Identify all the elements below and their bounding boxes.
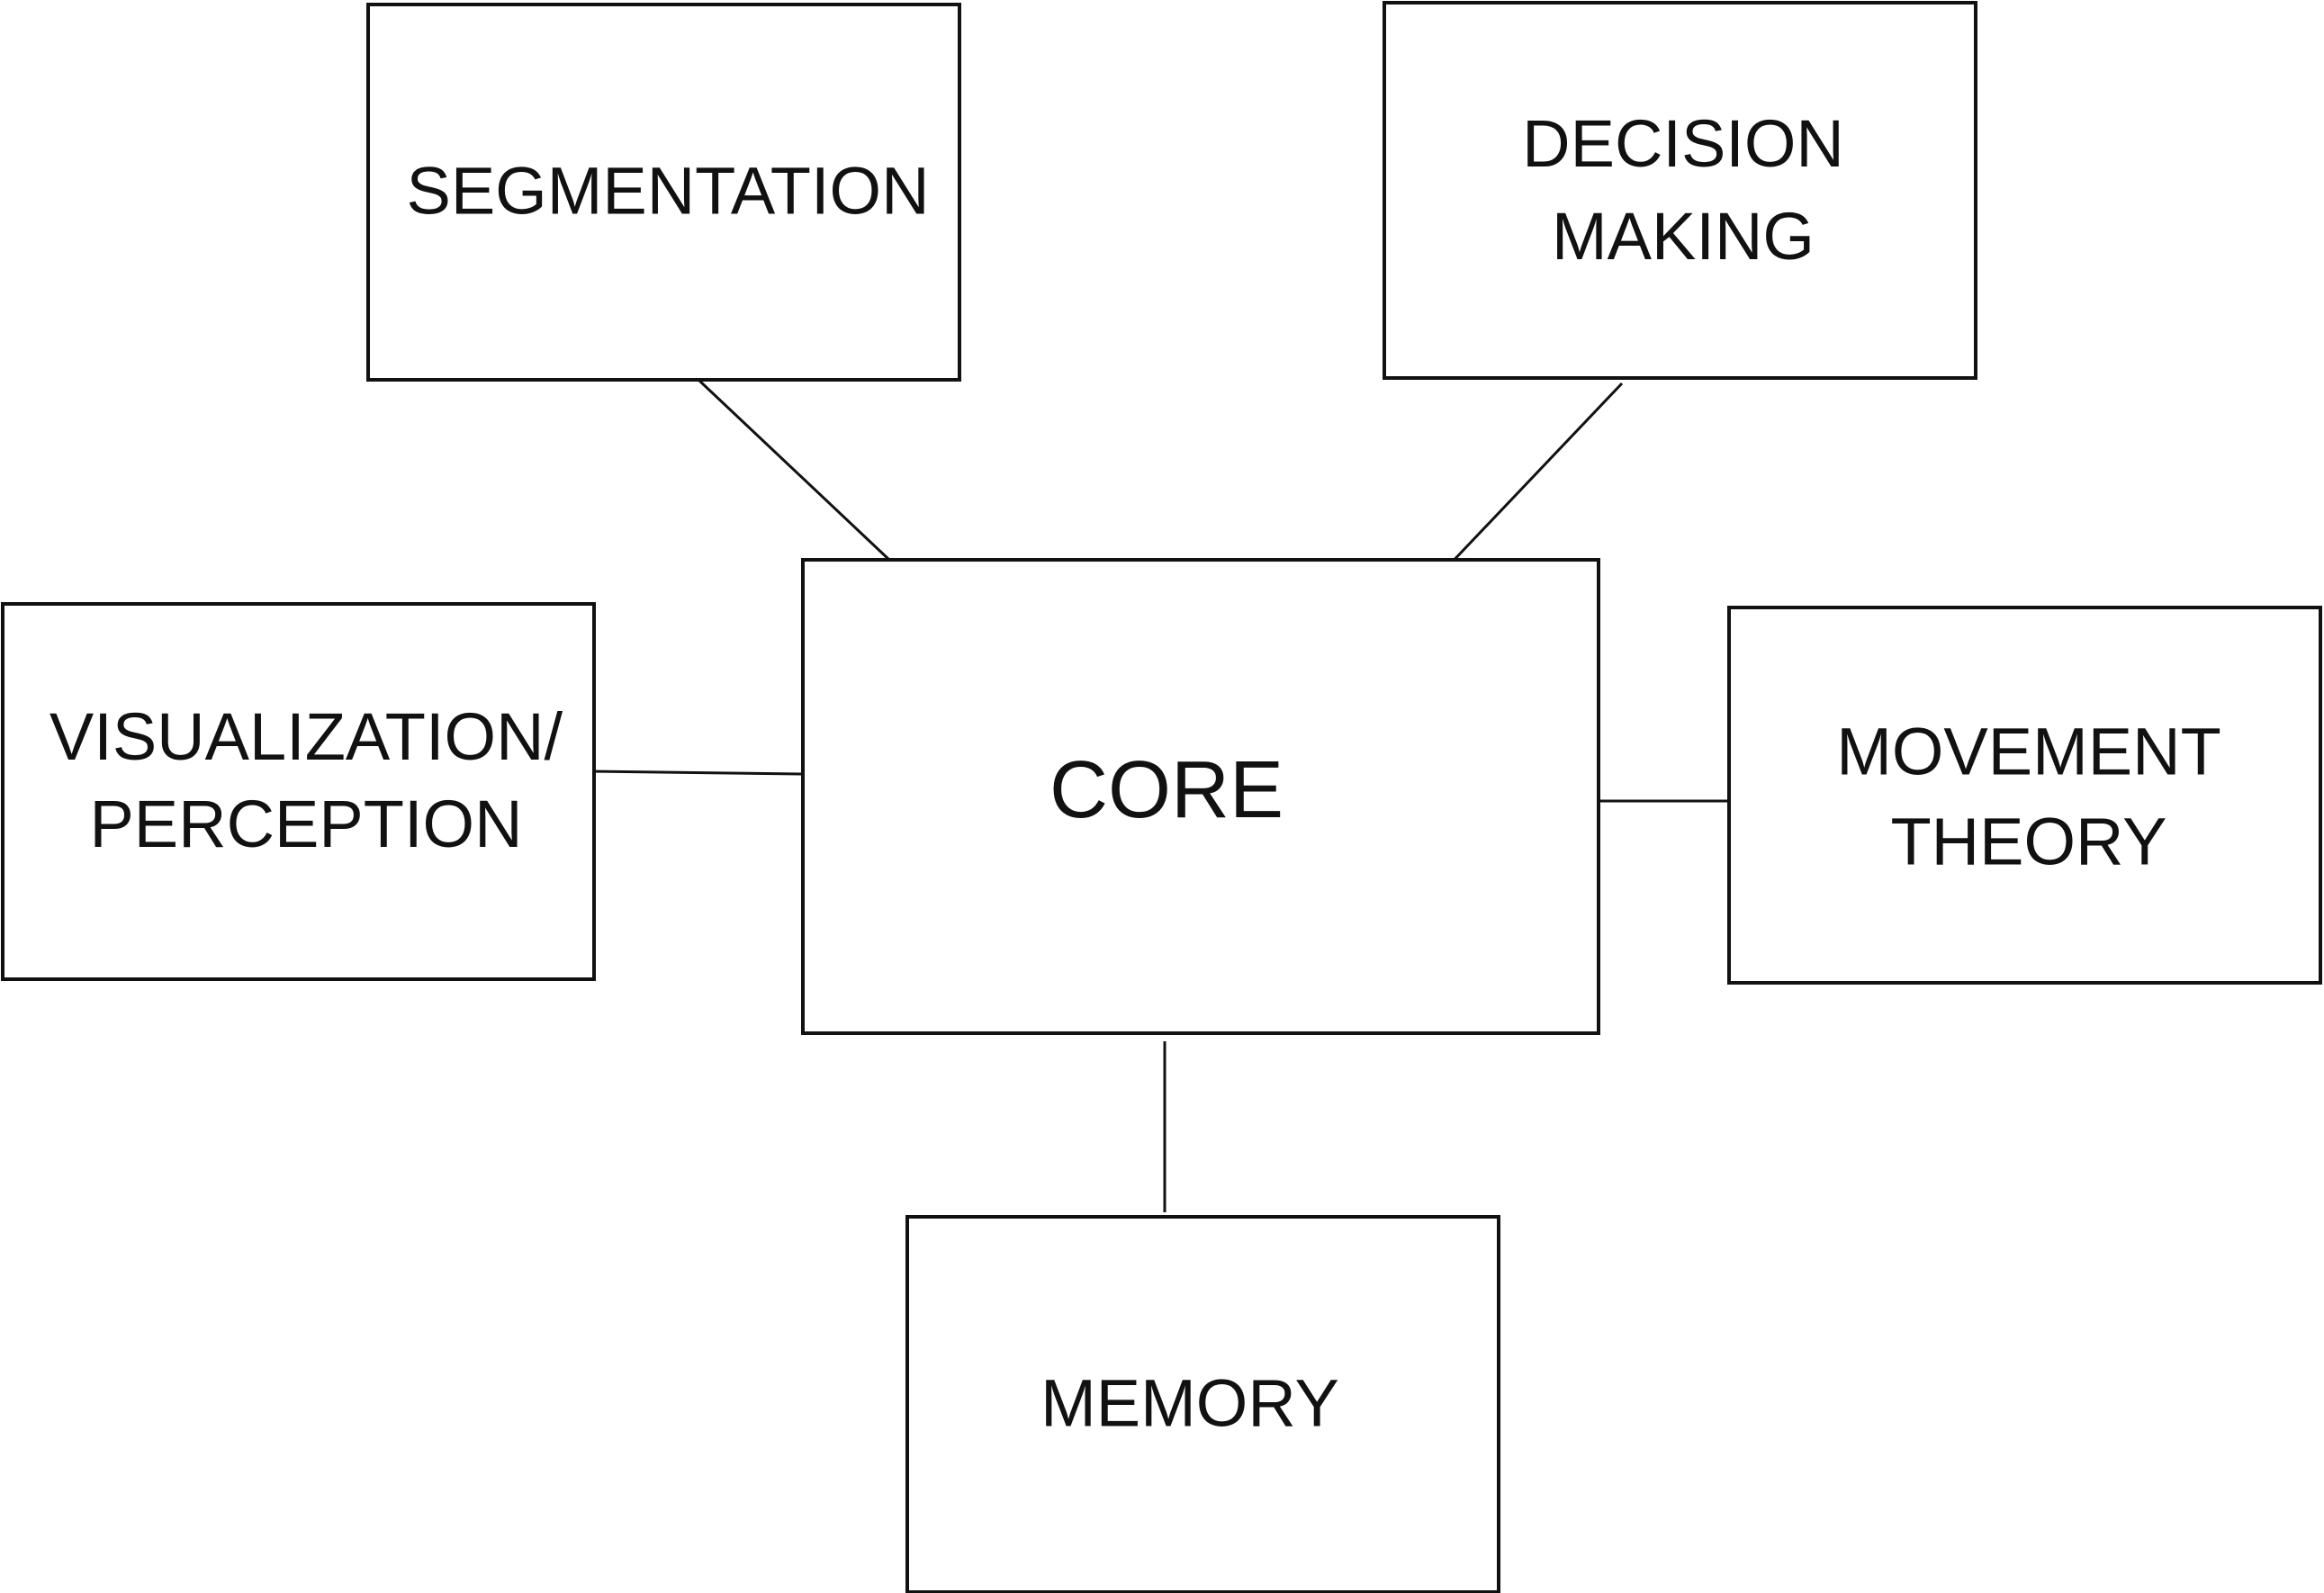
- label-visualization-perception-line-1: VISUALIZATION/: [50, 699, 563, 774]
- connectors: [590, 378, 1729, 1212]
- node-memory: MEMORY: [905, 1215, 1500, 1593]
- node-segmentation: SEGMENTATION: [366, 3, 961, 382]
- label-visualization-perception-line-2: PERCEPTION: [89, 787, 522, 861]
- label-segmentation: SEGMENTATION: [406, 154, 929, 229]
- label-movement-theory-line-1: MOVEMENT: [1836, 715, 2221, 789]
- connector-core-visualization-perception: [590, 770, 804, 776]
- label-decision-making-line-1: DECISION: [1522, 106, 1844, 181]
- node-core: CORE: [801, 558, 1600, 1035]
- box-decision-making: [1383, 1, 1977, 380]
- node-movement-theory: MOVEMENT THEORY: [1727, 606, 2322, 985]
- box-core: [801, 558, 1600, 1035]
- connector-core-decision-making: [1446, 382, 1624, 569]
- node-decision-making: DECISION MAKING: [1383, 1, 1977, 380]
- label-movement-theory-line-2: THEORY: [1890, 805, 2166, 879]
- box-segmentation: [366, 3, 961, 382]
- label-core: CORE: [1049, 745, 1284, 835]
- node-visualization-perception: VISUALIZATION/PERCEPTION: [1, 602, 596, 981]
- box-visualization-perception: [1, 602, 596, 981]
- label-decision-making-line-2: MAKING: [1552, 199, 1815, 274]
- box-movement-theory: [1727, 606, 2322, 985]
- box-memory: [905, 1215, 1500, 1593]
- connector-core-segmentation: [697, 378, 891, 562]
- label-memory: MEMORY: [1040, 1366, 1339, 1441]
